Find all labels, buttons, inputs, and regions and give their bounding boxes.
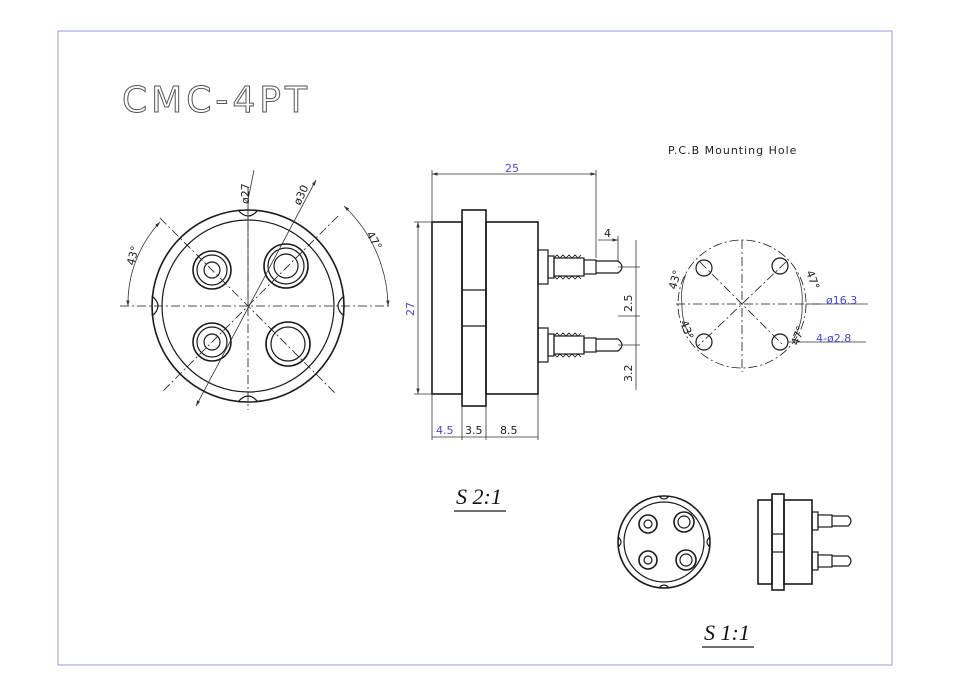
front-angle-right: 47° bbox=[363, 229, 384, 252]
small-side-view bbox=[757, 493, 852, 591]
front-dia-inner: ø27 bbox=[239, 183, 252, 204]
pcb-mounting-label: P.C.B Mounting Hole bbox=[668, 144, 797, 157]
pcb-angle-tl: 43° bbox=[666, 269, 684, 291]
front-angle-left: 43° bbox=[124, 245, 142, 267]
pcb-holes: 4-ø2.8 bbox=[816, 332, 851, 345]
side-seg-a: 4.5 bbox=[436, 424, 454, 437]
small-front-view bbox=[617, 495, 711, 589]
pcb-pcd: ø16.3 bbox=[826, 294, 857, 307]
side-seg-c: 8.5 bbox=[500, 424, 518, 437]
side-pin-offset: 3.2 bbox=[622, 365, 635, 383]
scale-label-large: S 2:1 bbox=[456, 484, 502, 509]
drawing-frame bbox=[57, 30, 893, 666]
pcb-angle-tr: 47° bbox=[803, 269, 822, 292]
front-view bbox=[120, 169, 392, 410]
pcb-view bbox=[676, 239, 868, 372]
pcb-angle-bl: 43° bbox=[677, 319, 696, 342]
pcb-angle-br: 47° bbox=[789, 324, 808, 347]
side-overall-length: 25 bbox=[505, 162, 519, 175]
part-title: CMC-4PT bbox=[122, 80, 311, 121]
side-pin-len: 4 bbox=[604, 227, 611, 240]
side-pin-spacing: 2.5 bbox=[622, 295, 635, 313]
side-height: 27 bbox=[404, 302, 417, 316]
side-view bbox=[414, 170, 640, 440]
side-seg-b: 3.5 bbox=[465, 424, 483, 437]
scale-label-small: S 1:1 bbox=[704, 620, 750, 645]
